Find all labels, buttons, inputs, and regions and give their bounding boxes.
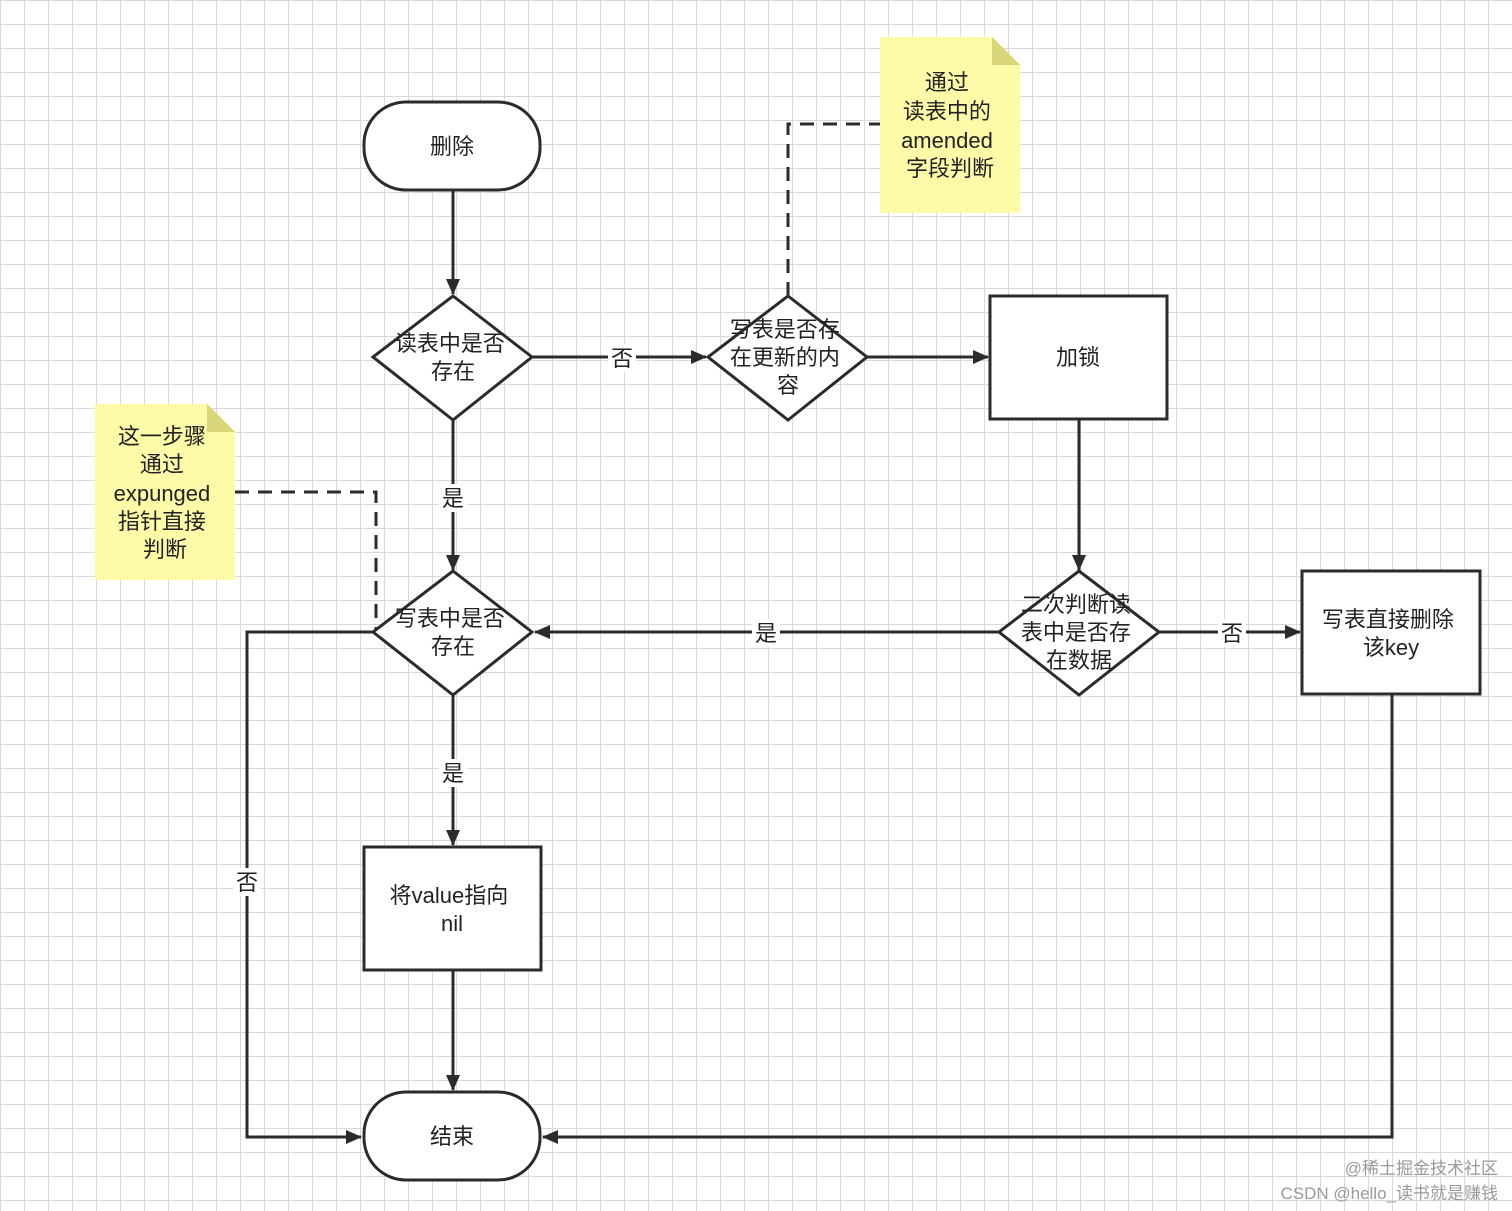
- svg-text:通过 读表中的 amended: 通过 读表中的 amended 字段判断: [901, 70, 999, 181]
- decision-read-exists: 读表中是否 存在: [370, 294, 535, 422]
- watermark-juejin: @稀土掘金技术社区: [1344, 1159, 1498, 1178]
- edge-delete-to-end: [542, 695, 1394, 1144]
- watermark-csdn: CSDN @hello_读书就是赚钱: [1280, 1184, 1498, 1203]
- node-end-label: 结束: [430, 1124, 474, 1149]
- note-expunged-line: 指针直接: [118, 509, 206, 534]
- decision-write-label: 存在: [431, 634, 475, 659]
- process-delete-label: 写表直接删除: [1322, 607, 1454, 632]
- decision-dirty-label: 写表是否存: [730, 317, 840, 342]
- note-amended-line: 通过: [925, 70, 969, 95]
- note-expunged-line: 通过: [140, 452, 184, 477]
- process-set-nil: 将value指向 nil: [362, 845, 543, 972]
- process-set-nil-label: 将value指向: [390, 883, 509, 908]
- note-amended-line: 字段判断: [906, 156, 994, 181]
- decision-second-label: 二次判断读: [1021, 592, 1131, 617]
- note-expunged-line: expunged: [114, 481, 211, 506]
- edge-label-second-yes: 是: [755, 621, 777, 646]
- process-lock: 加锁: [988, 294, 1169, 421]
- note-expunged-line: 这一步骤: [118, 424, 206, 449]
- decision-dirty-label: 容: [777, 373, 799, 398]
- node-end: 结束: [362, 1090, 542, 1182]
- edge-label-write-no: 否: [236, 870, 258, 895]
- decision-second-label: 在数据: [1046, 648, 1112, 673]
- edge-label-write-yes: 是: [442, 761, 464, 786]
- edge-write-no: [245, 630, 373, 1144]
- process-delete-label: 该key: [1363, 635, 1419, 660]
- decision-second-label: 表中是否存: [1021, 620, 1131, 645]
- svg-text:读表中是否 存在: 读表中是否 存在: [395, 331, 511, 384]
- note-fold-icon: [992, 37, 1020, 65]
- note-amended-line: amended: [901, 128, 993, 153]
- node-start: 删除: [362, 100, 542, 192]
- decision-write-exists: 写表中是否 存在: [370, 569, 535, 697]
- connector-expunged: [235, 490, 378, 632]
- svg-text:二次判断读 表中是否存 在数据: 二次判断读 表中是否存 在数据: [1021, 592, 1137, 673]
- decision-read-label: 存在: [431, 359, 475, 384]
- edge-label-read-yes: 是: [442, 486, 464, 511]
- node-start-label: 删除: [430, 134, 474, 159]
- svg-text:这一步骤 通过 expunged: 这一步骤 通过 expunged 指针直接 判断: [114, 424, 217, 562]
- note-expunged: 这一步骤 通过 expunged 指针直接 判断: [95, 404, 235, 580]
- note-expunged-line: 判断: [143, 537, 187, 562]
- edge-label-second-no: 否: [1221, 621, 1243, 646]
- decision-write-label: 写表中是否: [395, 606, 505, 631]
- edge-label-read-no: 否: [611, 346, 633, 371]
- process-delete-key: 写表直接删除 该key: [1300, 569, 1482, 696]
- decision-dirty-label: 在更新的内: [730, 345, 840, 370]
- connector-amended: [786, 122, 880, 296]
- process-lock-label: 加锁: [1056, 345, 1100, 370]
- decision-dirty-updated: 写表是否存 在更新的内 容: [705, 294, 870, 422]
- process-set-nil-label: nil: [441, 911, 463, 936]
- note-fold-icon: [207, 404, 235, 432]
- decision-second-check: 二次判断读 表中是否存 在数据: [996, 569, 1162, 697]
- svg-text:写表是否存 在更新的内 容: 写表是否存 在更新的内 容: [730, 317, 846, 398]
- decision-read-label: 读表中是否: [395, 331, 505, 356]
- svg-text:写表中是否 存在: 写表中是否 存在: [395, 606, 511, 659]
- note-amended: 通过 读表中的 amended 字段判断: [880, 37, 1020, 213]
- note-amended-line: 读表中的: [903, 99, 991, 124]
- svg-text:写表直接删除 该key: 写表直接删除 该key: [1322, 607, 1460, 660]
- svg-text:将value指向 nil: 将value指向 nil: [390, 883, 515, 936]
